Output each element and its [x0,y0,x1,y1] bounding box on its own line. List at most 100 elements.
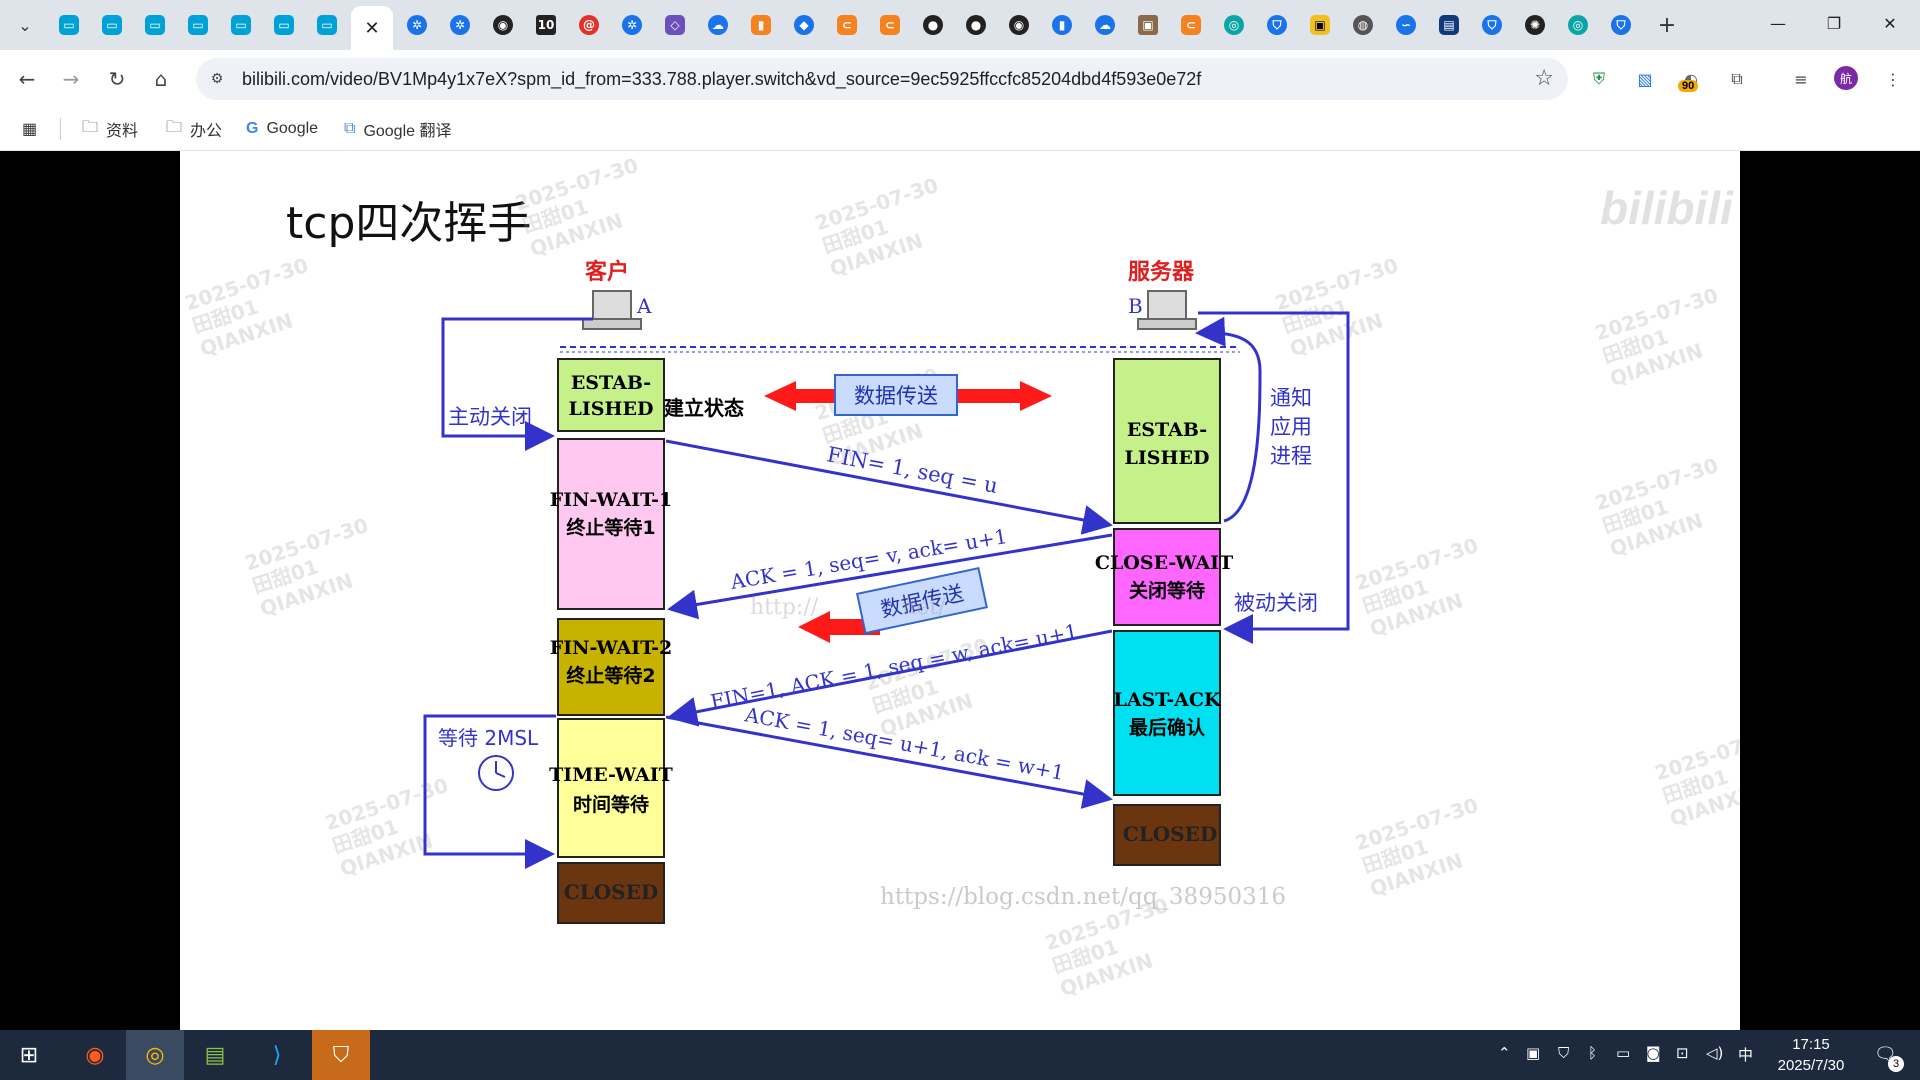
tab-12[interactable]: ✲ [613,6,651,44]
chevron-down-icon: ⌄ [18,15,32,35]
data-transfer-arrow-top: 数据传送 [764,374,1052,416]
tab-8[interactable]: ✲ [398,6,436,44]
apps-icon[interactable]: ▦ [22,121,38,138]
taskbar-app-active[interactable]: ⛉ [312,1030,370,1080]
new-tab-button[interactable]: + [1652,10,1682,40]
minimize-button[interactable]: — [1750,0,1806,46]
bookmark-folder-ziliao[interactable]: 🗀资料 [82,116,138,142]
tab-30[interactable]: ▤ [1430,6,1468,44]
tab-active-close[interactable]: ✕ [351,6,393,50]
bookmark-star-icon[interactable]: ☆ [1534,66,1554,91]
taskbar-app-notepad[interactable]: ▤ [186,1030,244,1080]
home-button[interactable]: ⌂ [144,62,178,96]
puzzle-icon[interactable]: ⧉ [1731,69,1743,88]
tab-18[interactable]: ⊂ [871,6,909,44]
tab-16[interactable]: ◆ [785,6,823,44]
shield-check-icon[interactable]: ⛨ [1592,69,1605,88]
tab-20[interactable]: ● [957,6,995,44]
bookmark-folder-bangong[interactable]: 🗀办公 [166,116,222,142]
restore-icon: ❐ [1826,13,1842,33]
network-icon[interactable]: ⊡ [1676,1044,1689,1062]
address-bar[interactable]: ⚙ bilibili.com/video/BV1Mp4y1x7eX?spm_id… [196,58,1568,100]
tab-32[interactable]: ✺ [1516,6,1554,44]
back-button[interactable]: ← [10,62,44,96]
tab-19[interactable]: ● [914,6,952,44]
client-state-time-wait [557,718,665,858]
taskbar-vscode[interactable]: ⟩ [248,1030,306,1080]
tab-11[interactable]: @ [570,6,608,44]
tab-13[interactable]: ◇ [656,6,694,44]
tray-shield-icon[interactable]: ⛉ [1558,1044,1570,1062]
more-menu-icon[interactable]: ⋮ [1885,69,1901,89]
link-icon: ⊂ [1181,15,1201,35]
notify-label-3: 进程 [1270,444,1312,468]
tab-22[interactable]: ☁ [1086,6,1124,44]
google-icon: G [246,120,259,137]
tab-github-2[interactable]: ◉ [1000,6,1038,44]
tab-33[interactable]: ◎ [1559,6,1597,44]
tab-31[interactable]: ⛉ [1473,6,1511,44]
tab-29[interactable]: ∽ [1387,6,1425,44]
system-clock[interactable]: 17:15 2025/7/30 [1766,1034,1856,1076]
tab-bilibili-1[interactable]: ▭ [50,6,88,44]
shield-icon: ⛉ [1267,15,1287,35]
tab-26[interactable]: ⛉ [1258,6,1296,44]
tab-14[interactable]: ☁ [699,6,737,44]
close-icon[interactable]: ✕ [364,17,380,39]
taskbar-app-snail[interactable]: ◉ [66,1030,124,1080]
tab-28[interactable]: ◍ [1344,6,1382,44]
battery-icon[interactable]: ▭ [1616,1044,1631,1062]
minimize-icon: — [1770,13,1786,33]
site-info-icon[interactable]: ⚙ [210,71,224,87]
tab-27[interactable]: ▣ [1301,6,1339,44]
tcp-diagram: 客户 服务器 A B 主动关闭 ESTAB- LISHED 建立状态 [423,259,1350,924]
close-window-button[interactable]: ✕ [1862,0,1918,46]
tab-34[interactable]: ⛉ [1602,6,1640,44]
server-state-established [1113,358,1221,524]
tray-security-icon[interactable]: ◙ [1646,1044,1661,1062]
tab-bilibili-4[interactable]: ▭ [179,6,217,44]
bilibili-icon: ▭ [145,15,165,35]
server-computer-icon [1137,290,1197,330]
diamond-icon: ◆ [794,15,814,35]
bilibili-watermark: bilibili [1600,182,1733,234]
ime-indicator[interactable]: 中 [1738,1046,1754,1064]
bookmark-google-translate[interactable]: ⧉Google 翻译 [344,116,451,142]
reading-list-icon[interactable]: ≡ [1794,69,1808,89]
client-state-fin-wait-2 [557,618,665,716]
translate-ext-icon[interactable]: ▧ [1637,69,1653,89]
globe-icon: ◍ [1353,15,1373,35]
tab-bilibili-7[interactable]: ▭ [308,6,346,44]
slide-title: tcp四次挥手 [286,198,532,249]
tab-10[interactable]: 10 [527,6,565,44]
tab-bilibili-3[interactable]: ▭ [136,6,174,44]
volume-icon[interactable]: ◁) [1706,1044,1724,1062]
bookmark-label: 资料 [106,123,139,140]
tray-app-icon[interactable]: ▣ [1526,1044,1541,1062]
taskbar-chrome[interactable]: ◎ [126,1030,184,1080]
fin-ack-message-label: FIN=1, ACK = 1, seq = w, ack= u+1 [708,619,1079,714]
tab-15[interactable]: ▮ [742,6,780,44]
tab-bilibili-2[interactable]: ▭ [93,6,131,44]
reload-button[interactable]: ↻ [100,62,134,96]
restore-button[interactable]: ❐ [1806,0,1862,46]
bluetooth-icon[interactable]: ᛒ [1588,1044,1598,1062]
url-text[interactable]: bilibili.com/video/BV1Mp4y1x7eX?spm_id_f… [242,69,1202,89]
tab-bilibili-6[interactable]: ▭ [265,6,303,44]
tab-9[interactable]: ✲ [441,6,479,44]
tab-bilibili-5[interactable]: ▭ [222,6,260,44]
server-closed-label: CLOSED [1123,822,1217,846]
tab-17[interactable]: ⊂ [828,6,866,44]
tab-github-1[interactable]: ◉ [484,6,522,44]
show-hidden-icons[interactable]: ⌃ [1498,1044,1511,1062]
tab-search-button[interactable]: ⌄ [8,10,42,40]
start-button[interactable]: ⊞ [0,1030,58,1080]
tab-25[interactable]: ◎ [1215,6,1253,44]
forward-button[interactable]: → [54,62,88,96]
tab-21[interactable]: ▮ [1043,6,1081,44]
tab-23[interactable]: ▣ [1129,6,1167,44]
tab-24[interactable]: ⊂ [1172,6,1210,44]
avatar[interactable]: 航 [1834,66,1858,90]
